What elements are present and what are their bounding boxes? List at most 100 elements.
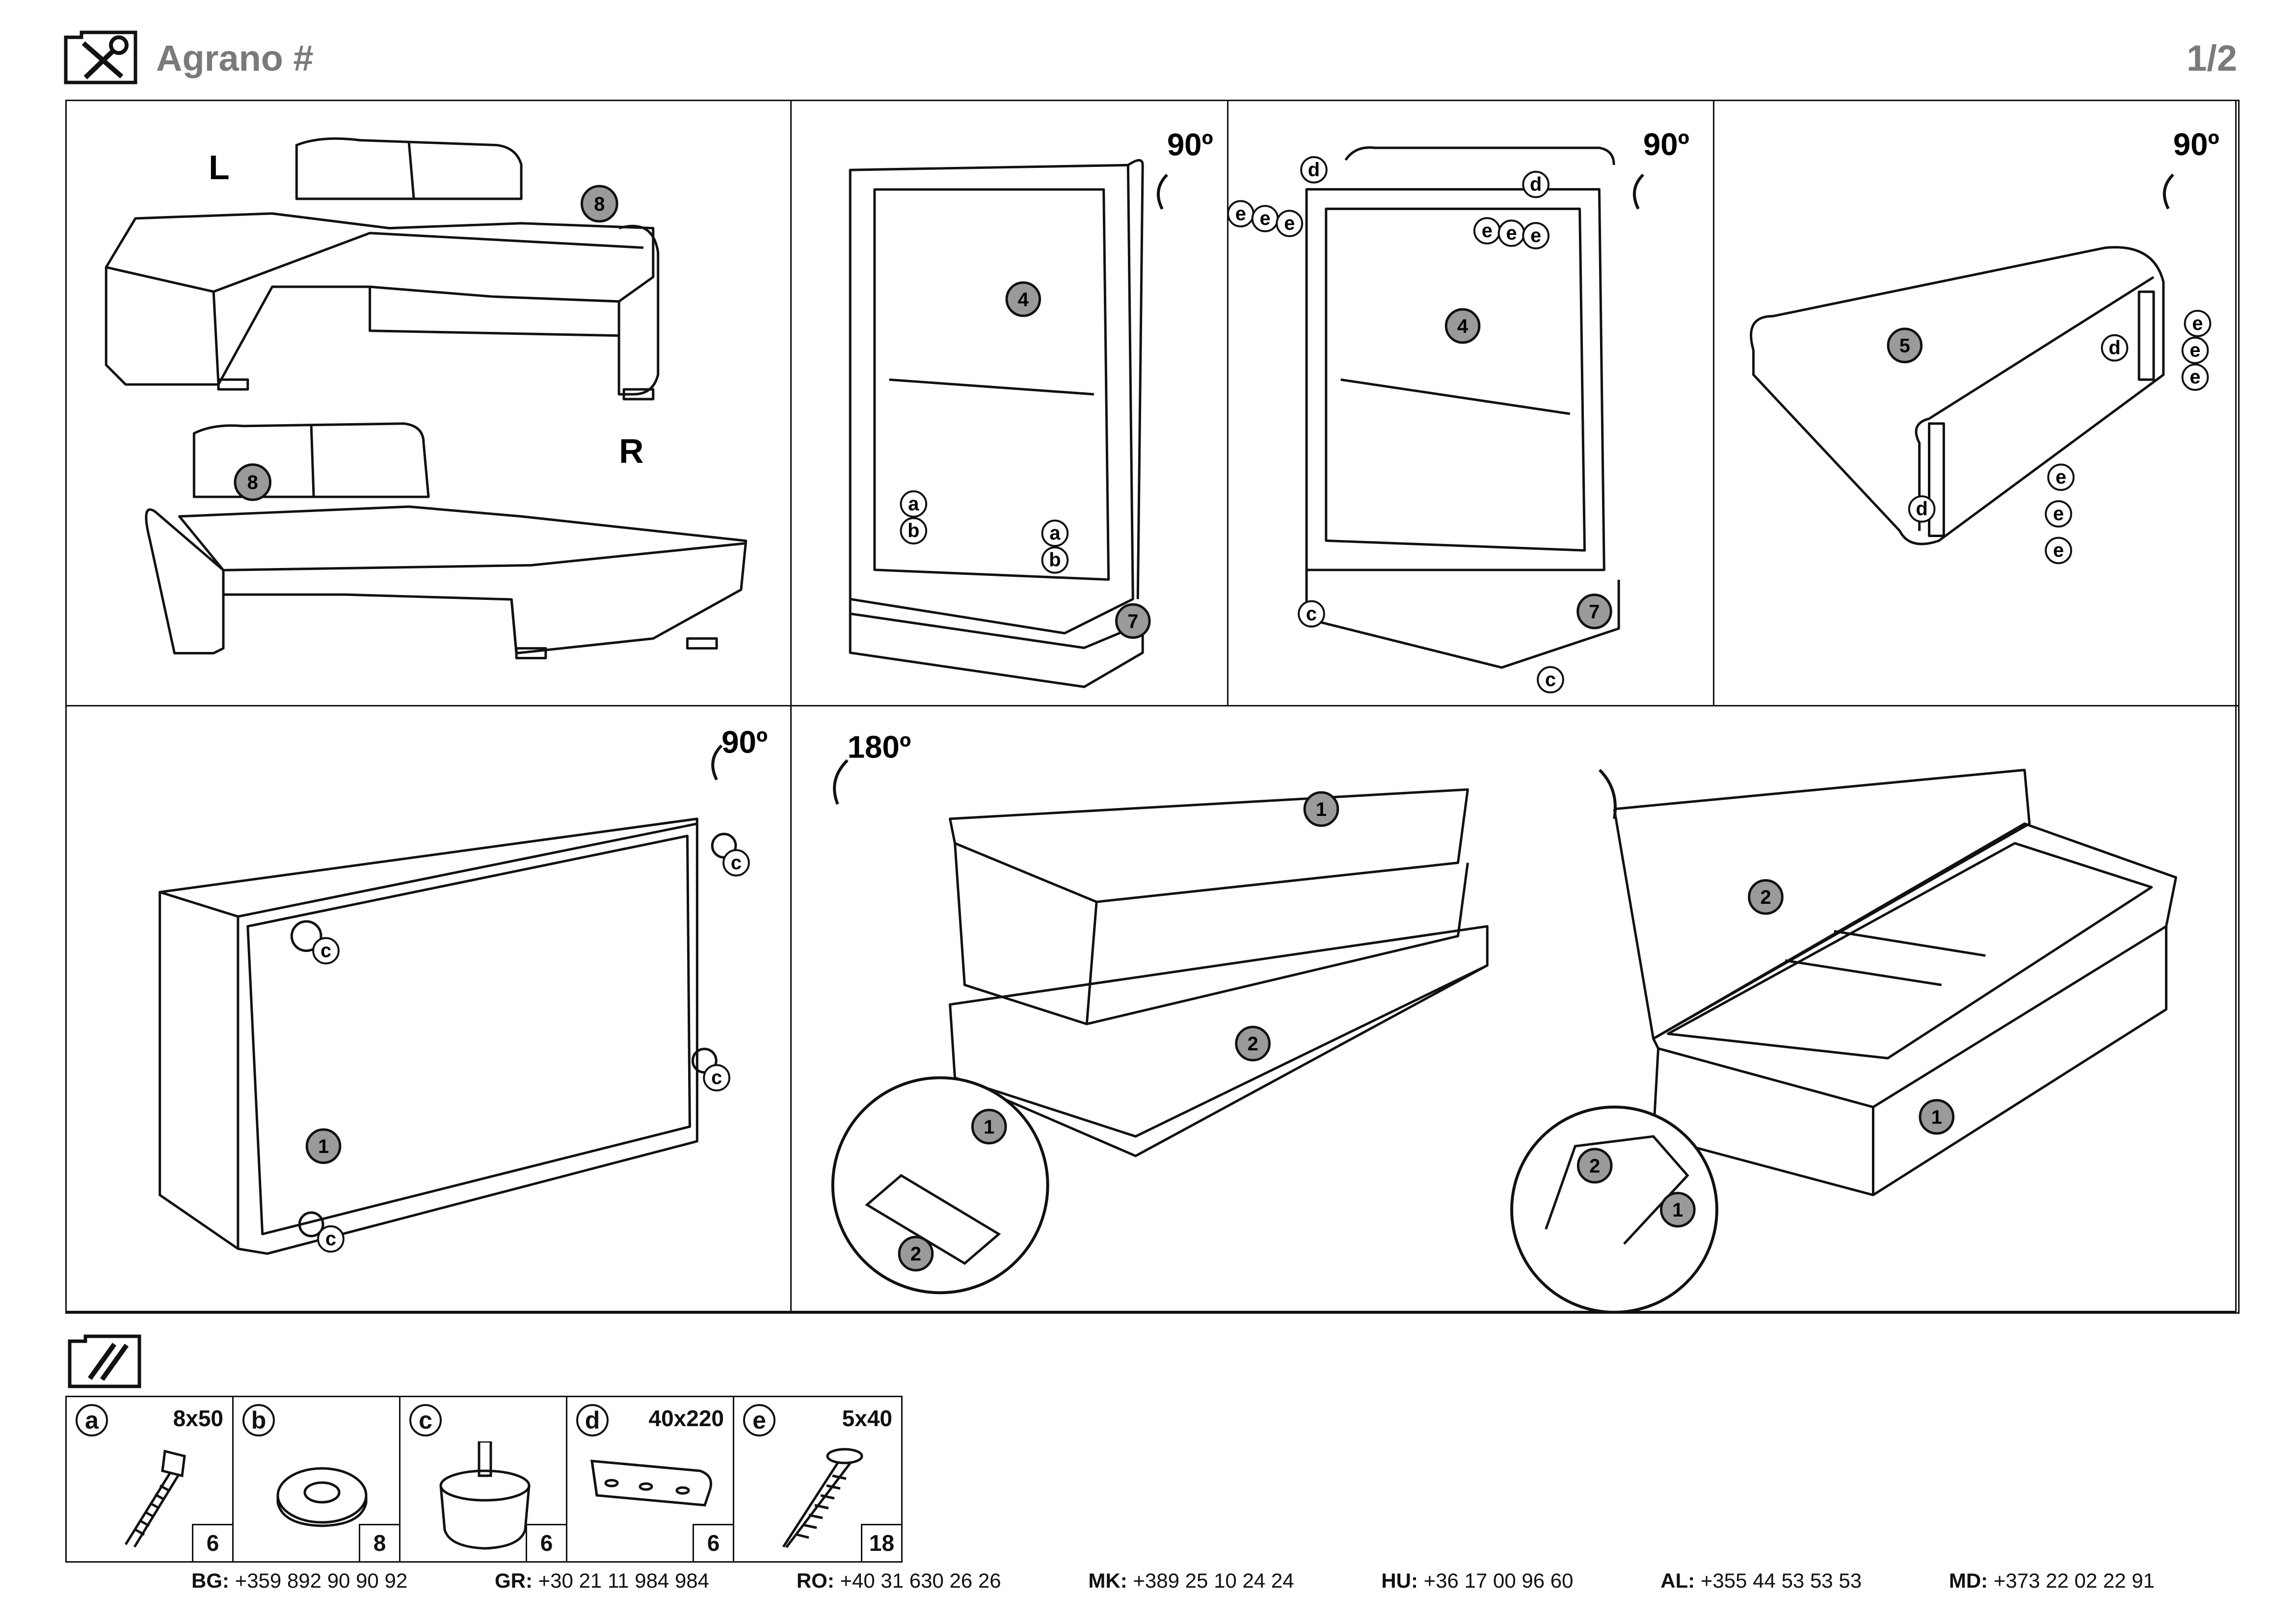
svg-text:e: e	[2053, 503, 2064, 525]
svg-text:e: e	[1506, 222, 1517, 244]
part-size: 40x220	[648, 1406, 724, 1431]
svg-text:1: 1	[318, 1136, 329, 1158]
contact-list: BG: +359 892 90 90 92 GR: +30 21 11 984 …	[191, 1569, 2155, 1593]
part-letter: e	[743, 1404, 775, 1436]
part-badge-5-step3: 5	[1887, 327, 1923, 363]
part-quantity: 8	[359, 1524, 399, 1561]
parts-table: a 8x50 6 b 8 c 6	[65, 1396, 903, 1563]
contact-al: AL: +355 44 53 53 53	[1660, 1569, 1862, 1592]
instructions-frame: L R 8 8 90º	[65, 100, 2240, 1314]
fastener-labels-step4: c c c c	[312, 849, 750, 1253]
svg-text:7: 7	[1127, 611, 1138, 632]
washer-icon	[276, 1467, 368, 1527]
svg-text:a: a	[908, 493, 919, 515]
part-badges-step5-6: 1 2 1 2 2 1 2 1	[898, 791, 1955, 1272]
svg-text:c: c	[1545, 669, 1556, 690]
part-cell-b: b 8	[234, 1397, 400, 1561]
part-letter: d	[576, 1404, 609, 1436]
panel-step4: 90º 1 c c c c	[65, 705, 792, 1314]
screws-icon	[68, 1334, 141, 1388]
contact-bg: BG: +359 892 90 90 92	[191, 1569, 408, 1592]
sofa-right-label: R	[619, 432, 643, 470]
svg-text:d: d	[1530, 174, 1542, 195]
svg-text:d: d	[1916, 498, 1927, 520]
panel-step1: 90º 4 7 a b a b	[790, 100, 1228, 706]
svg-text:e: e	[2189, 340, 2200, 361]
svg-text:d: d	[2109, 337, 2120, 359]
fastener-labels-step1: a b a b	[900, 490, 1069, 574]
part-badge-7-step2: 7	[1576, 594, 1612, 629]
svg-text:c: c	[731, 852, 742, 873]
svg-text:c: c	[1306, 603, 1317, 624]
svg-text:1: 1	[1316, 799, 1327, 820]
detail-circle-hinge-1	[831, 1076, 1049, 1295]
connector-bar-icon	[590, 1460, 712, 1507]
svg-text:e: e	[1482, 220, 1493, 242]
svg-text:e: e	[1235, 203, 1246, 224]
svg-text:90º: 90º	[2173, 127, 2219, 162]
sofa-left-label: L	[209, 148, 230, 187]
wood-screw-icon	[782, 1448, 863, 1548]
svg-text:180º: 180º	[848, 730, 911, 764]
svg-text:4: 4	[1018, 289, 1029, 310]
part-cell-e: e 5x40 18	[734, 1397, 901, 1561]
panel-step3: 90º 5 d d e e e e e e	[1713, 100, 2240, 706]
svg-text:e: e	[2053, 540, 2064, 561]
svg-text:c: c	[320, 940, 331, 962]
svg-text:e: e	[1530, 225, 1541, 246]
svg-text:d: d	[1308, 159, 1320, 181]
part-cell-d: d 40x220 6	[567, 1397, 734, 1561]
rotate-arrow-step2: 90º	[1632, 127, 1689, 210]
part-cell-a: a 8x50 6	[67, 1397, 234, 1561]
svg-text:5: 5	[1899, 335, 1910, 357]
svg-text:b: b	[1049, 549, 1061, 571]
svg-text:90º: 90º	[1643, 127, 1689, 162]
part-size: 5x40	[842, 1406, 892, 1431]
svg-text:e: e	[2192, 313, 2203, 334]
contact-hu: HU: +36 17 00 96 60	[1381, 1569, 1574, 1592]
panel-step5-6: 180º 1 2 1 2 2 1 2 1	[790, 705, 2240, 1314]
svg-text:c: c	[711, 1067, 722, 1088]
svg-text:8: 8	[247, 472, 258, 493]
part-letter: b	[242, 1404, 275, 1436]
part-badge-4-step1: 4	[1005, 281, 1041, 317]
contact-gr: GR: +30 21 11 984 984	[494, 1569, 710, 1592]
detail-circle-hinge-2	[1510, 1106, 1718, 1312]
part-badge-8-top: 8	[580, 185, 618, 223]
page-title: Agrano #	[156, 38, 314, 79]
svg-text:e: e	[1284, 213, 1295, 234]
part-badge-8-bottom: 8	[234, 463, 272, 501]
svg-text:c: c	[325, 1228, 336, 1250]
rotate-arrow-step3: 90º	[2163, 127, 2219, 210]
part-quantity: 6	[693, 1524, 733, 1561]
part-badge-1-step4: 1	[305, 1128, 342, 1164]
contact-ro: RO: +40 31 630 26 26	[796, 1569, 1001, 1592]
part-letter: c	[409, 1404, 442, 1436]
part-badge-4-step2: 4	[1444, 308, 1481, 344]
svg-text:2: 2	[1589, 1155, 1600, 1177]
svg-text:e: e	[2056, 466, 2066, 488]
part-size: 8x50	[173, 1406, 223, 1431]
part-letter: a	[76, 1404, 108, 1436]
fastener-labels-step2: d d e e e e e e c c	[1228, 156, 1564, 694]
rotate-arrow-step1: 90º	[1156, 127, 1213, 210]
svg-text:2: 2	[1760, 887, 1771, 908]
svg-text:7: 7	[1589, 601, 1600, 623]
rotate-arrow-step5: 180º	[833, 730, 911, 805]
page-number: 1/2	[2187, 38, 2237, 79]
svg-text:90º: 90º	[721, 725, 768, 760]
part-quantity: 6	[526, 1524, 566, 1561]
contact-mk: MK: +389 25 10 24 24	[1088, 1569, 1294, 1592]
part-cell-c: c 6	[400, 1397, 567, 1561]
lift-arrow-icon	[1599, 769, 1617, 819]
svg-text:b: b	[908, 520, 919, 541]
tools-icon	[64, 30, 137, 84]
foot-icon	[439, 1441, 531, 1550]
svg-text:2: 2	[1248, 1033, 1258, 1055]
svg-text:a: a	[1049, 522, 1061, 544]
svg-text:8: 8	[594, 193, 605, 215]
part-badge-7-step1: 7	[1115, 603, 1151, 639]
panel-sofa-overview: L R 8 8	[65, 100, 792, 706]
fastener-labels-step3: d d e e e e e e	[1908, 310, 2212, 565]
svg-text:4: 4	[1457, 316, 1468, 337]
